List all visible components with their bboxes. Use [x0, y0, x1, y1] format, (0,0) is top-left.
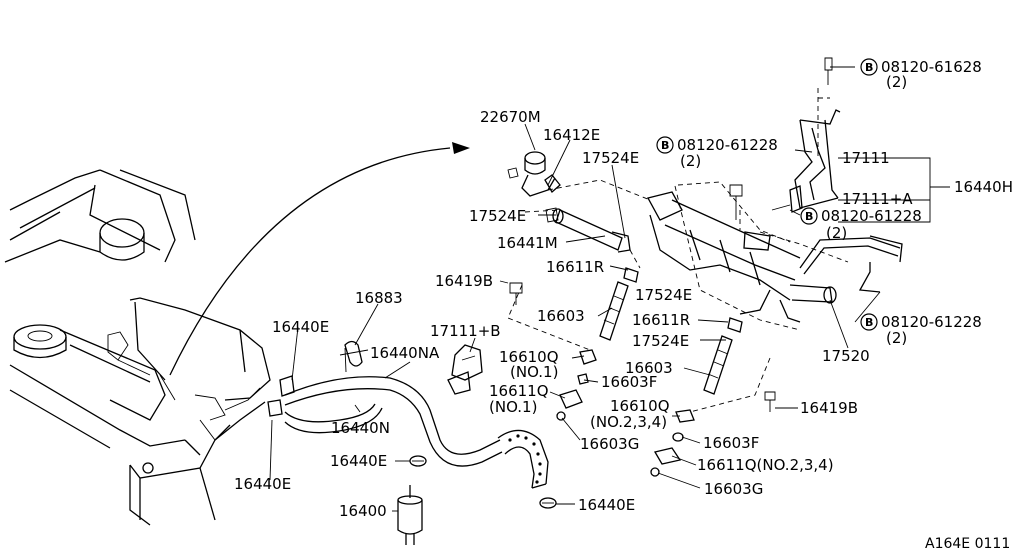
- engine-block-drawing: [4, 169, 271, 526]
- label-16440E-d: 16440E: [578, 496, 635, 514]
- bolt-code: 08120-61228: [881, 313, 982, 331]
- bolt-symbol-circle: [860, 58, 878, 76]
- label-16440NA: 16440NA: [370, 344, 440, 362]
- label-16440N: 16440N: [331, 419, 390, 437]
- label-22670M: 22670M: [480, 108, 541, 126]
- bolt-callout-2: B 08120-61228 (2): [656, 136, 778, 170]
- label-17111A: 17111+A: [842, 190, 913, 208]
- bolt-symbol-letter: B: [805, 210, 813, 223]
- location-arrow: [169, 142, 470, 376]
- diagram-reference-code: A164E 0111: [925, 536, 1010, 552]
- label-16603F-a: 16603F: [601, 373, 657, 391]
- bolt-symbol-letter: B: [865, 61, 873, 74]
- injectors-drawing: [599, 267, 743, 395]
- bolt-code: 08120-61228: [677, 136, 778, 154]
- label-17520: 17520: [822, 347, 870, 365]
- label-17524E-left: 17524E: [469, 207, 526, 225]
- bolt-code: 08120-61628: [881, 58, 982, 76]
- bolt-qty: (2): [826, 224, 847, 242]
- bolt-symbol-circle: [800, 207, 818, 225]
- label-16419B-right: 16419B: [800, 399, 858, 417]
- label-16440E-a: 16440E: [272, 318, 329, 336]
- label-16412E: 16412E: [543, 126, 600, 144]
- fuel-filter-drawing: [397, 485, 423, 545]
- bolt-symbol-circle: [656, 136, 674, 154]
- label-16610Q-b: 16610Q: [610, 397, 670, 415]
- label-17524E-top: 17524E: [582, 149, 639, 167]
- egr-valve-drawing: [507, 151, 561, 197]
- fuel-hose-drawing: [267, 375, 549, 489]
- label-16611Q-a-note: (NO.1): [489, 398, 537, 416]
- bracket-17111-drawing: [771, 57, 841, 213]
- seals-drawing: [556, 349, 695, 477]
- part-labels: 22670M 16412E 17524E 17524E 16441M 16611…: [234, 108, 1013, 520]
- label-16611R-a: 16611R: [546, 258, 604, 276]
- label-16603G-b: 16603G: [704, 480, 763, 498]
- bolts-drawing: [509, 184, 776, 412]
- pressure-regulator-drawing: [545, 207, 631, 253]
- fuel-rail-drawing: [647, 191, 903, 323]
- label-16610Q-a-note: (NO.1): [510, 363, 558, 381]
- label-16611Q-a: 16611Q: [489, 382, 549, 400]
- bolt-callout-4: B 08120-61228 (2): [860, 313, 982, 347]
- bolt-callout-1: B 08120-61628 (2): [860, 58, 982, 91]
- bolt-symbol-letter: B: [661, 139, 669, 152]
- label-16603G-a: 16603G: [580, 435, 639, 453]
- label-17524E-mid: 17524E: [635, 286, 692, 304]
- clamp-16440e-c-drawing: [409, 455, 427, 467]
- label-16400: 16400: [339, 502, 387, 520]
- label-16603-b: 16603: [625, 359, 673, 377]
- label-16440H: 16440H: [954, 178, 1013, 196]
- label-16441M: 16441M: [497, 234, 558, 252]
- label-16610Q-b-note: (NO.2,3,4): [590, 413, 667, 431]
- bolt-callout-3: B 08120-61228 (2): [800, 207, 922, 242]
- label-16611Q-b: 16611Q(NO.2,3,4): [697, 456, 834, 474]
- clip-16883-drawing: [339, 340, 369, 373]
- label-17111B: 17111+B: [430, 322, 501, 340]
- clamp-16440e-d-drawing: [539, 497, 557, 509]
- bracket-17111b-drawing: [447, 344, 483, 395]
- bolt-symbol-letter: B: [865, 316, 873, 329]
- label-17111: 17111: [842, 149, 890, 167]
- label-16611R-b: 16611R: [632, 311, 690, 329]
- leader-lines: [269, 66, 950, 512]
- bolt-qty: (2): [886, 73, 907, 91]
- label-16603-a: 16603: [537, 307, 585, 325]
- label-16610Q-a: 16610Q: [499, 348, 559, 366]
- bolt-code: 08120-61228: [821, 207, 922, 225]
- bolt-qty: (2): [886, 329, 907, 347]
- label-16419B-left: 16419B: [435, 272, 493, 290]
- bolt-symbol-circle: [860, 313, 878, 331]
- label-16883: 16883: [355, 289, 403, 307]
- label-16603F-b: 16603F: [703, 434, 759, 452]
- label-16440E-b: 16440E: [234, 475, 291, 493]
- dashed-guide-lines: [507, 88, 849, 413]
- bolt-qty: (2): [680, 152, 701, 170]
- label-17524E-low: 17524E: [632, 332, 689, 350]
- label-16440E-c: 16440E: [330, 452, 387, 470]
